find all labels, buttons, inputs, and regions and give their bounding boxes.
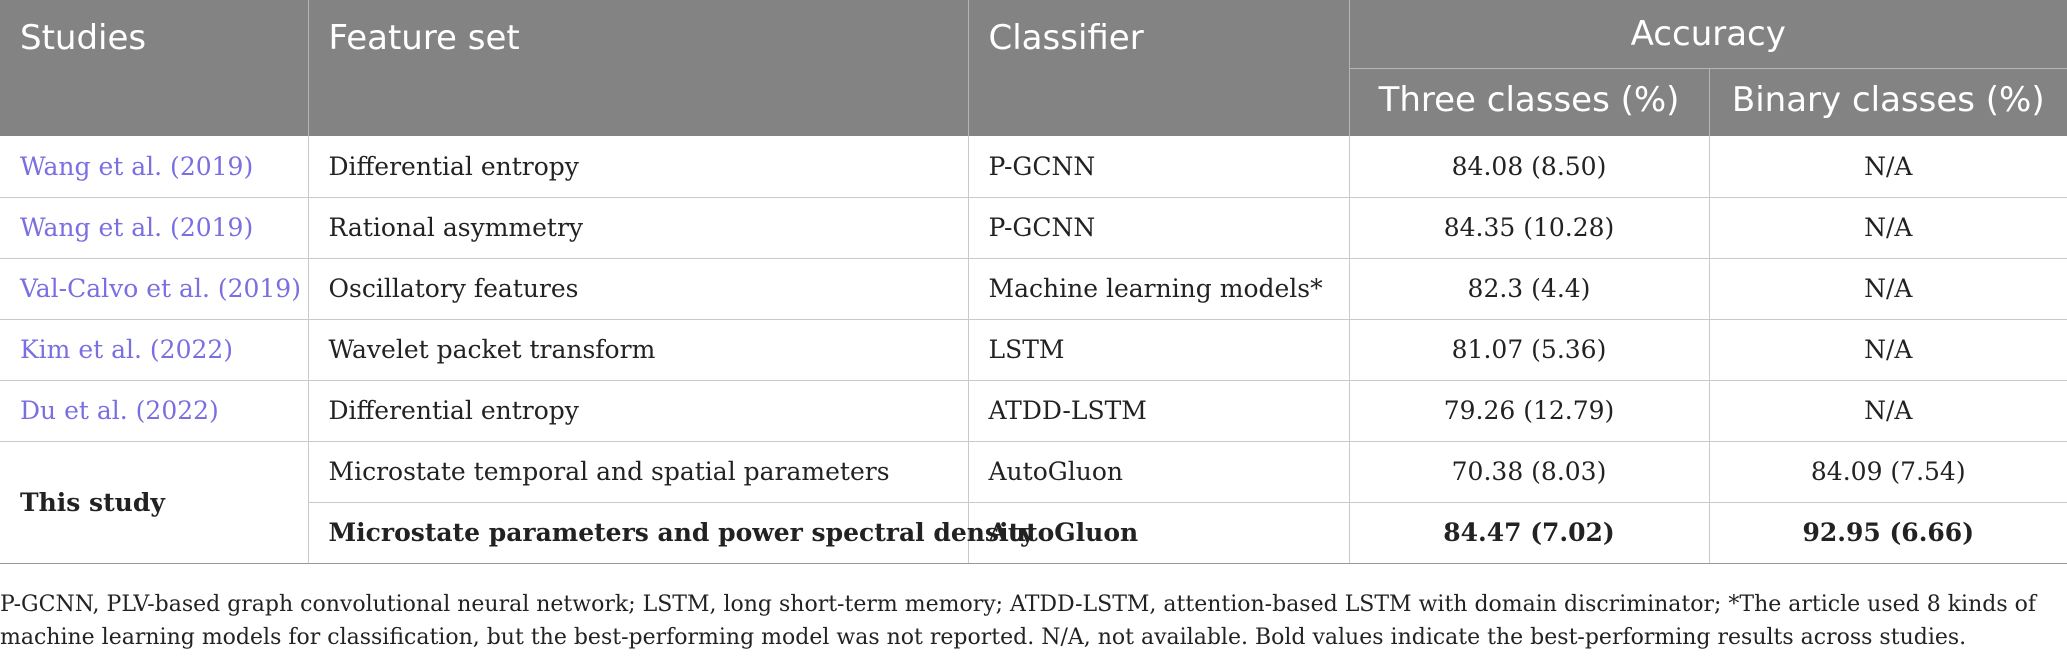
binary-accuracy-cell: N/A	[1709, 197, 2067, 259]
three-class-accuracy-cell: 82.3 (4.4)	[1349, 258, 1710, 320]
feature-cell: Rational asymmetry	[308, 197, 969, 259]
three-class-accuracy-cell: 84.35 (10.28)	[1349, 197, 1710, 259]
study-link[interactable]: Wang et al. (2019)	[0, 197, 309, 259]
binary-accuracy-cell: N/A	[1709, 258, 2067, 320]
three-class-accuracy-cell: 84.08 (8.50)	[1349, 136, 1710, 198]
table-footnote: P-GCNN, PLV-based graph convolutional ne…	[0, 592, 2036, 650]
classifier-cell: P-GCNN	[968, 197, 1350, 259]
study-link[interactable]: Kim et al. (2022)	[0, 319, 309, 381]
classifier-cell: P-GCNN	[968, 136, 1350, 198]
feature-cell: Oscillatory features	[308, 258, 969, 320]
classifier-cell: AutoGluon	[968, 502, 1350, 564]
table-row: Du et al. (2022) Differential entropy AT…	[0, 380, 2067, 442]
table-row: Microstate parameters and power spectral…	[0, 502, 2067, 564]
header-accuracy: Accuracy	[1349, 0, 2067, 68]
classifier-cell: Machine learning models*	[968, 258, 1350, 320]
feature-cell: Wavelet packet transform	[308, 319, 969, 381]
comparison-table-container: Studies Feature set Classifier Accuracy …	[0, 0, 2067, 564]
three-class-accuracy-cell: 70.38 (8.03)	[1349, 441, 1710, 503]
accuracy-comparison-table: Studies Feature set Classifier Accuracy …	[0, 0, 2067, 564]
table-row: Val-Calvo et al. (2019) Oscillatory feat…	[0, 258, 2067, 320]
header-three-classes: Three classes (%)	[1349, 67, 1710, 136]
table-body: Wang et al. (2019) Differential entropy …	[0, 136, 2067, 564]
three-class-accuracy-cell: 79.26 (12.79)	[1349, 380, 1710, 442]
table-header: Studies Feature set Classifier Accuracy …	[0, 0, 2067, 136]
header-feature-set: Feature set	[308, 0, 969, 136]
table-row: Wang et al. (2019) Rational asymmetry P-…	[0, 197, 2067, 259]
header-studies: Studies	[0, 0, 309, 136]
study-link[interactable]: Val-Calvo et al. (2019)	[0, 258, 309, 320]
this-study-label: This study	[0, 441, 309, 564]
feature-cell: Microstate parameters and power spectral…	[308, 502, 1035, 564]
binary-accuracy-cell: N/A	[1709, 380, 2067, 442]
feature-cell: Differential entropy	[308, 136, 969, 198]
binary-accuracy-cell: N/A	[1709, 319, 2067, 381]
table-row: This study Microstate temporal and spati…	[0, 441, 2067, 564]
feature-cell: Microstate temporal and spatial paramete…	[308, 441, 969, 503]
study-link[interactable]: Wang et al. (2019)	[0, 136, 309, 198]
header-classifier: Classifier	[968, 0, 1350, 136]
classifier-cell: AutoGluon	[968, 441, 1350, 503]
three-class-accuracy-cell: 81.07 (5.36)	[1349, 319, 1710, 381]
study-link[interactable]: Du et al. (2022)	[0, 380, 309, 442]
table-row: Kim et al. (2022) Wavelet packet transfo…	[0, 319, 2067, 381]
header-binary-classes: Binary classes (%)	[1709, 67, 2067, 136]
binary-accuracy-cell: 92.95 (6.66)	[1709, 502, 2067, 564]
classifier-cell: ATDD-LSTM	[968, 380, 1350, 442]
binary-accuracy-cell: N/A	[1709, 136, 2067, 198]
feature-cell: Differential entropy	[308, 380, 969, 442]
classifier-cell: LSTM	[968, 319, 1350, 381]
table-row: Wang et al. (2019) Differential entropy …	[0, 136, 2067, 198]
binary-accuracy-cell: 84.09 (7.54)	[1709, 441, 2067, 503]
three-class-accuracy-cell: 84.47 (7.02)	[1349, 502, 1710, 564]
